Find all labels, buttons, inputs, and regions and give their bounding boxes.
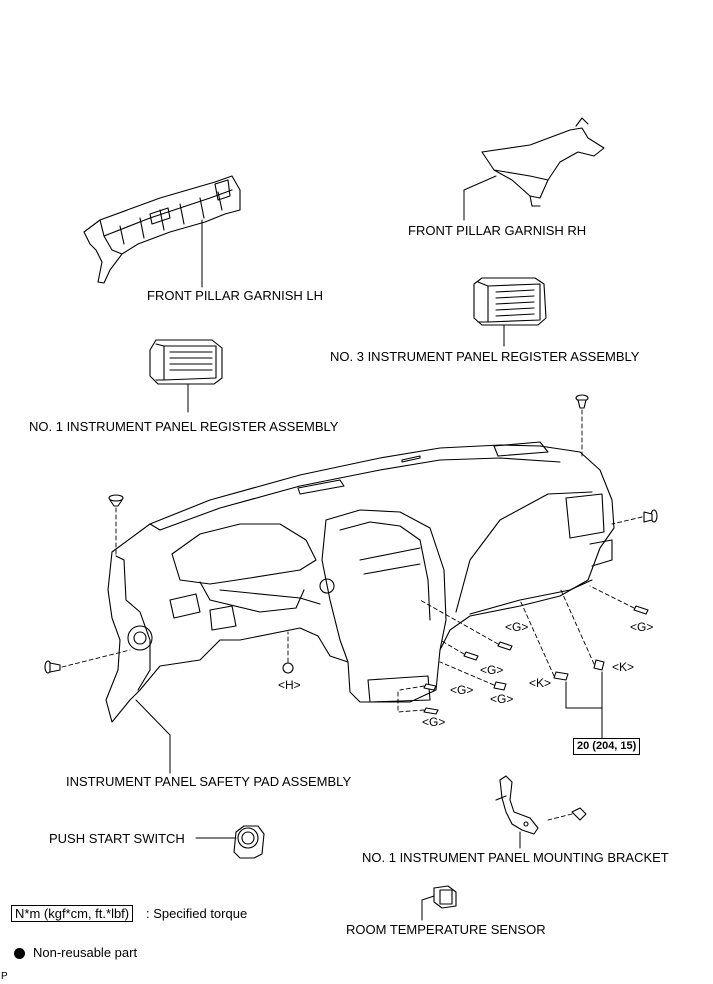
label-push-start-switch: PUSH START SWITCH	[49, 831, 185, 846]
fastener-code-g: <G>	[422, 715, 446, 729]
fastener-code-g: <G>	[630, 620, 654, 634]
page-mark: P	[1, 971, 8, 982]
mounting-bracket-illustration	[495, 775, 587, 835]
room-temperature-sensor-illustration	[433, 885, 457, 909]
clips-and-fasteners	[44, 394, 658, 715]
fastener-code-g: <G>	[480, 663, 504, 677]
fastener-code-g: <G>	[505, 620, 529, 634]
fastener-code-h: <H>	[278, 678, 301, 692]
label-front-pillar-garnish-lh: FRONT PILLAR GARNISH LH	[147, 288, 324, 303]
non-reusable-dot-icon	[14, 948, 25, 959]
fastener-code-g: <G>	[450, 683, 474, 697]
legend-torque-units: N*m (kgf*cm, ft.*lbf)	[11, 905, 134, 922]
safety-pad-illustration	[105, 441, 615, 723]
push-start-switch-illustration	[233, 825, 265, 859]
no3-register-illustration	[473, 277, 547, 326]
front-pillar-garnish-lh-illustration	[83, 175, 241, 284]
label-safety-pad: INSTRUMENT PANEL SAFETY PAD ASSEMBLY	[66, 774, 352, 789]
legend-non-reusable-text: Non-reusable part	[33, 945, 138, 960]
label-room-temperature-sensor: ROOM TEMPERATURE SENSOR	[346, 922, 546, 937]
assembly-lines	[61, 409, 643, 713]
no1-register-illustration	[149, 339, 223, 385]
label-no3-register: NO. 3 INSTRUMENT PANEL REGISTER ASSEMBLY	[330, 349, 640, 364]
leader-lines	[135, 175, 603, 921]
label-front-pillar-garnish-rh: FRONT PILLAR GARNISH RH	[408, 223, 587, 238]
label-no1-register: NO. 1 INSTRUMENT PANEL REGISTER ASSEMBLY	[29, 419, 339, 434]
fastener-code-k: <K>	[529, 676, 552, 690]
fastener-code-g: <G>	[490, 692, 514, 706]
label-mounting-bracket: NO. 1 INSTRUMENT PANEL MOUNTING BRACKET	[362, 850, 669, 865]
fastener-code-k: <K>	[612, 660, 635, 674]
front-pillar-garnish-rh-illustration	[481, 117, 605, 207]
legend-torque-text: : Specified torque	[146, 906, 248, 921]
torque-spec-box: 20 (204, 15)	[573, 738, 641, 755]
